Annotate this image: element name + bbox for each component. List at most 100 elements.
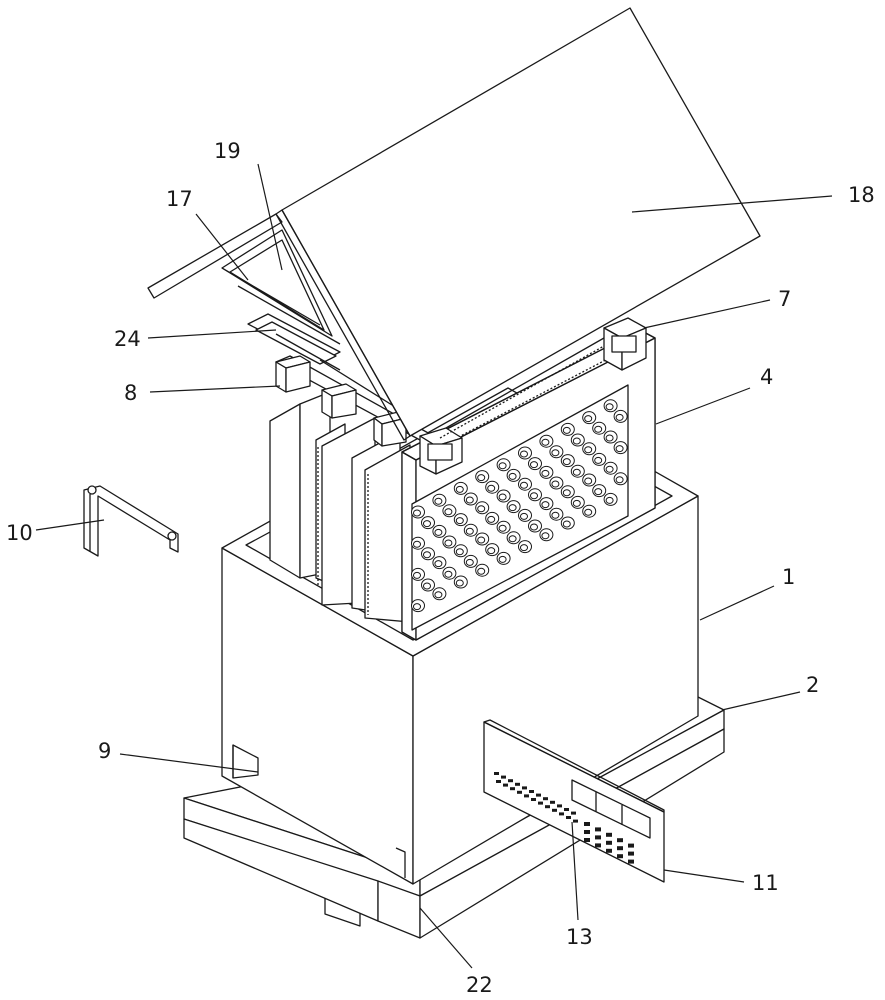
grid-hole-inner <box>413 540 421 548</box>
keypad-button <box>628 851 634 856</box>
grid-hole-inner <box>572 499 581 507</box>
grid-hole-inner <box>530 461 538 469</box>
grid-hole-inner <box>594 456 603 464</box>
grid-hole-inner <box>508 535 517 543</box>
terminal-dot <box>501 775 506 779</box>
terminal-dot <box>529 790 534 793</box>
grid-hole-inner <box>423 520 431 528</box>
terminal-dot <box>571 811 576 815</box>
grid-hole-inner <box>594 425 603 433</box>
keypad-button <box>617 854 623 859</box>
grid-hole-inner <box>551 511 560 519</box>
keypad-button <box>628 859 634 864</box>
grid-hole-inner <box>584 508 593 516</box>
grid-hole-inner <box>541 532 550 540</box>
grid-hole-inner <box>413 571 421 579</box>
grid-hole-inner <box>444 570 453 578</box>
grid-hole-inner <box>520 450 528 458</box>
grid-hole-inner <box>541 438 550 446</box>
grid-hole-inner <box>605 403 614 411</box>
label-10: 10 <box>6 521 33 545</box>
label-8: 8 <box>124 381 137 405</box>
grid-hole-inner <box>520 512 528 520</box>
keypad-button <box>606 840 612 845</box>
support-block-8 <box>275 355 311 393</box>
label-24: 24 <box>114 327 141 351</box>
leader-lines <box>35 163 833 969</box>
grid-hole-inner <box>615 476 624 484</box>
keypad-button <box>595 843 601 848</box>
terminal-dot <box>531 798 536 801</box>
label-22: 22 <box>466 973 493 997</box>
grid-hole-inner <box>455 579 464 587</box>
grid-hole-inner <box>498 524 507 532</box>
grid-hole-inner <box>551 449 560 457</box>
solar-lid <box>275 7 761 441</box>
keypad-button <box>595 835 601 840</box>
grid-hole-inner <box>498 493 507 501</box>
grid-hole-inner <box>615 445 624 453</box>
keypad-button <box>606 848 612 853</box>
grid-hole-inner <box>423 551 431 559</box>
grid-hole-inner <box>413 509 421 517</box>
grid-hole-inner <box>465 496 474 504</box>
terminal-dot <box>573 819 578 823</box>
grid-hole-inner <box>562 426 571 434</box>
label-2: 2 <box>806 673 819 697</box>
label-4: 4 <box>760 365 773 389</box>
keypad-button <box>628 843 634 848</box>
label-18: 18 <box>848 183 875 207</box>
grid-hole-inner <box>541 469 550 477</box>
grid-hole-inner <box>541 501 550 509</box>
terminal-dot <box>536 793 541 797</box>
terminal-dot <box>543 797 548 801</box>
grid-hole-inner <box>551 480 560 488</box>
grid-hole-inner <box>434 528 443 536</box>
terminal-dot <box>510 787 515 791</box>
grid-hole-inner <box>423 582 431 590</box>
grid-hole-inner <box>520 544 528 552</box>
grid-hole-inner <box>562 520 571 528</box>
keypad-button <box>595 827 601 832</box>
keypad-button <box>617 838 623 843</box>
terminal-dot <box>515 782 520 786</box>
label-7: 7 <box>778 287 791 311</box>
terminal-dot <box>508 779 513 783</box>
terminal-dot <box>496 780 501 783</box>
label-17: 17 <box>166 187 193 211</box>
grid-hole-inner <box>530 492 538 500</box>
grid-hole-inner <box>487 484 496 492</box>
grid-holes <box>411 399 628 613</box>
grid-hole-inner <box>498 555 507 563</box>
grid-hole-inner <box>605 434 614 442</box>
grid-hole-inner <box>434 591 443 599</box>
terminal-dot <box>552 808 557 812</box>
keypad-button <box>584 830 590 834</box>
grid-hole-inner <box>465 527 474 535</box>
grid-hole-inner <box>444 539 453 547</box>
grid-hole-inner <box>508 504 517 512</box>
grid-hole-inner <box>477 474 486 482</box>
grid-hole-inner <box>477 505 486 513</box>
keypad-button <box>584 838 590 842</box>
grid-hole-inner <box>530 523 538 531</box>
terminal-dot <box>522 786 527 790</box>
grid-hole-inner <box>444 508 453 516</box>
terminal-dot <box>557 804 562 808</box>
part-labels: 18 19 17 24 8 7 4 1 2 9 10 11 13 22 <box>6 139 875 997</box>
grid-hole-inner <box>477 567 486 575</box>
grid-hole-inner <box>520 481 528 489</box>
control-panel <box>483 719 665 883</box>
grid-hole-inner <box>434 560 443 568</box>
terminal-dot <box>494 772 499 775</box>
grid-hole-inner <box>487 515 496 523</box>
terminal-dot <box>545 805 550 809</box>
hook-bracket <box>83 485 179 557</box>
keypad-buttons <box>494 772 634 864</box>
label-19: 19 <box>214 139 241 163</box>
grid-hole-inner <box>455 517 464 525</box>
grid-hole-inner <box>487 547 496 555</box>
grid-hole-inner <box>413 603 421 611</box>
grid-hole-inner <box>455 485 464 493</box>
